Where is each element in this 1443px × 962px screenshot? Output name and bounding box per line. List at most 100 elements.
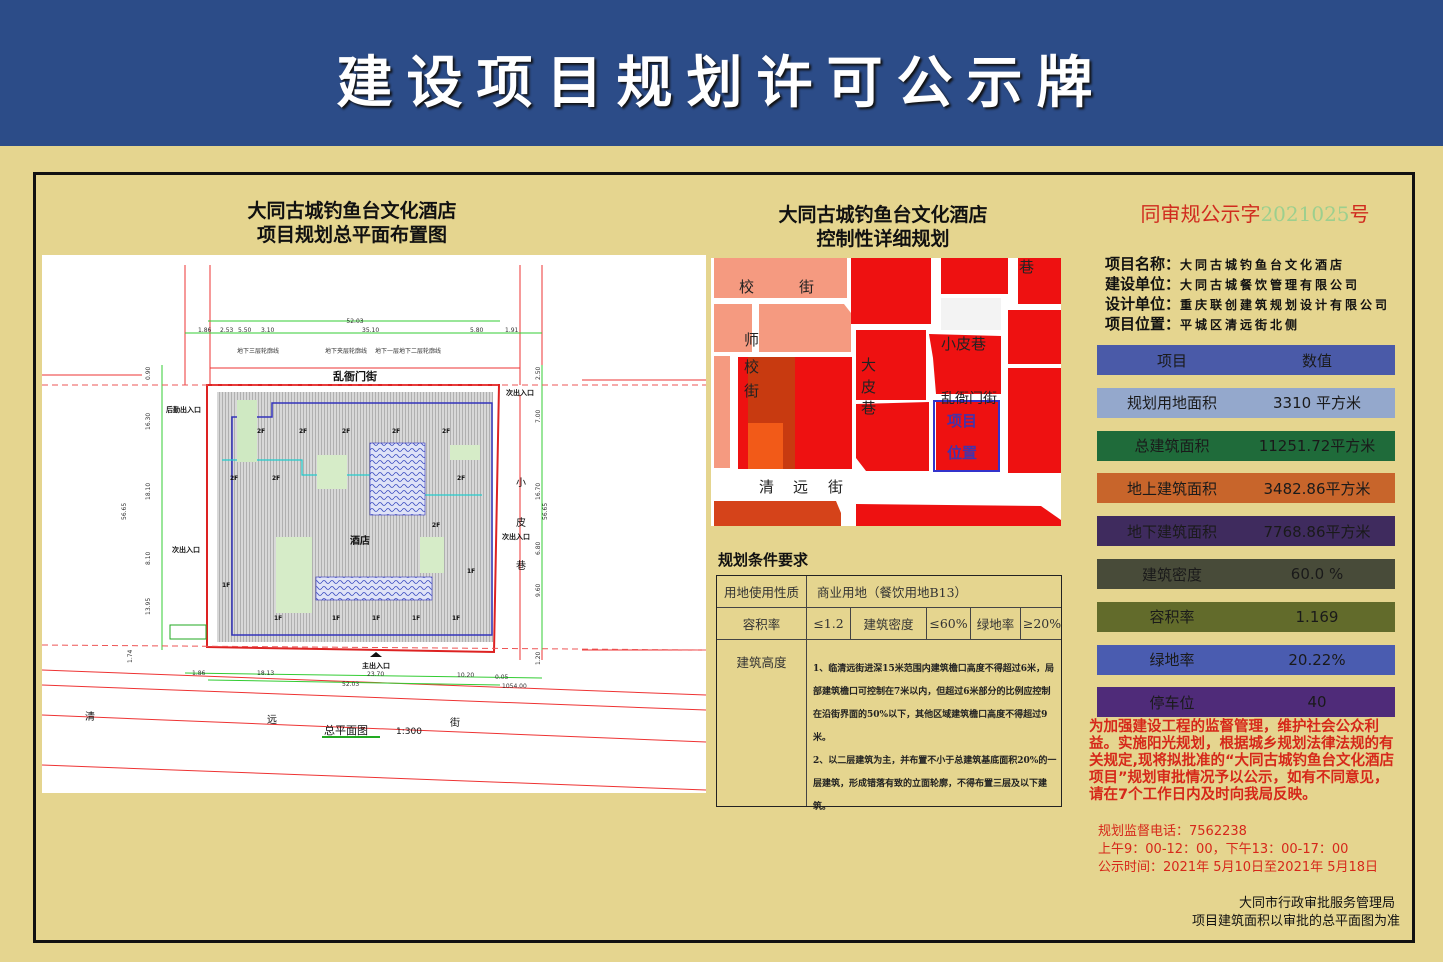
map-label: 校 xyxy=(739,278,754,296)
floor-label: 1F xyxy=(452,615,460,622)
site-plan: 52.03 1.86 2.53 5.50 3.10 35.10 5.80 1.9… xyxy=(41,255,707,793)
dim: 5.80 xyxy=(470,327,484,334)
info-designer: 设计单位：重庆联创建筑规划设计有限公司 xyxy=(1105,294,1390,315)
street-label-qingyuan: 远 xyxy=(267,714,277,726)
dim: 56.65 xyxy=(121,503,128,520)
stat-value: 7768.86平方米 xyxy=(1263,522,1371,541)
floor-label: 2F xyxy=(442,428,450,435)
dim: 2.53 xyxy=(220,327,234,334)
table-row: 建筑高度 1、临清远街进深15米范围内建筑檐口高度不得超过6米，局部建筑檐口可控… xyxy=(717,640,1061,812)
table-row: 容积率 ≤1.2 建筑密度 ≤60% 绿地率 ≥20% xyxy=(717,608,1061,640)
basement-line-label: 地下三层轮廓线 xyxy=(237,347,279,355)
dim: 7.00 xyxy=(535,409,542,423)
dim: 18.13 xyxy=(257,670,274,677)
board-frame xyxy=(33,172,1415,943)
stat-label: 地上建筑面积 xyxy=(1126,479,1217,498)
map-label: 街 xyxy=(828,478,843,496)
notice-number: 同审规公示字2021025号 xyxy=(1095,198,1415,227)
stat-row: 项目数值 xyxy=(1097,345,1395,375)
site-location-box xyxy=(933,400,1000,472)
street-label-luanyamen: 乱衙门街 xyxy=(333,369,377,383)
street-label-xiaopixiang: 皮 xyxy=(516,516,526,529)
side-entrance-label: 次出入口 xyxy=(172,545,200,554)
land-use-value: 商业用地（餐饮用地B13） xyxy=(816,585,968,600)
map-title: 大同古城钓鱼台文化酒店 控制性详细规划 xyxy=(720,203,1046,251)
dim: 0.05 xyxy=(495,674,509,681)
stat-label: 绿地率 xyxy=(1149,651,1195,670)
dim: 56.65 xyxy=(542,503,549,520)
conditions-title: 规划条件要求 xyxy=(718,551,809,569)
dim: 1.91 xyxy=(505,327,519,334)
dim: 18.10 xyxy=(145,483,152,500)
dim-bottom-total: 52.03 xyxy=(342,681,359,688)
floor-label: 2F xyxy=(230,475,238,482)
stat-value: 40 xyxy=(1307,693,1327,712)
page-title: 建设项目规划许可公示牌 xyxy=(336,51,1107,116)
hotel-label: 酒店 xyxy=(350,534,370,547)
site-boundary xyxy=(206,384,501,654)
stat-value: 11251.72平方米 xyxy=(1258,437,1376,456)
plan-scale: 1:300 xyxy=(396,727,422,737)
notice-prefix: 同审规公示字 xyxy=(1140,202,1261,226)
floor-label: 1F xyxy=(274,615,282,622)
map-label: 校 xyxy=(744,358,759,376)
green-value: ≥20% xyxy=(1022,616,1062,631)
height-label: 建筑高度 xyxy=(717,640,807,806)
map-label: 小皮巷 xyxy=(941,335,986,353)
dim: 13.95 xyxy=(145,598,152,615)
dim: 8.10 xyxy=(145,551,152,565)
info-label: 设计单位： xyxy=(1105,295,1181,313)
floor-label: 1F xyxy=(222,582,230,589)
floor-label: 2F xyxy=(342,428,350,435)
height-note: 2、以二层建筑为主，并布置不小于总建筑基底面积20%的一层建筑，形成错落有致的立… xyxy=(813,756,1057,812)
stat-label: 规划用地面积 xyxy=(1126,394,1217,413)
basement-outline xyxy=(231,402,493,636)
map-label: 清 xyxy=(759,478,774,496)
map-label: 远 xyxy=(793,478,808,496)
info-location: 项目位置：平城区清远街北侧 xyxy=(1105,314,1300,335)
far-value: ≤1.2 xyxy=(807,608,851,639)
map-label: 师 xyxy=(744,331,759,349)
stat-value: 3310 平方米 xyxy=(1273,394,1361,413)
street-label-xiaopixiang: 巷 xyxy=(516,560,526,572)
map-label: 巷 xyxy=(861,399,876,417)
floor-label: 1F xyxy=(372,615,380,622)
building-footprint xyxy=(217,392,493,642)
dim: 1.74 xyxy=(127,649,134,663)
height-note: 1、临清远街进深15米范围内建筑檐口高度不得超过6米，局部建筑檐口可控制在7米以… xyxy=(813,664,1055,743)
street-label-qingyuan: 街 xyxy=(450,716,460,729)
street-label-qingyuan: 清 xyxy=(85,710,95,723)
office-hours: 上午9：00-12：00，下午13：00-17：00 xyxy=(1098,842,1349,857)
dim: 1.20 xyxy=(535,651,542,665)
floor-label: 2F xyxy=(392,428,400,435)
land-use-label: 用地使用性质 xyxy=(717,576,807,607)
dim: 23.70 xyxy=(367,671,384,678)
plan-title: 大同古城钓鱼台文化酒店 项目规划总平面布置图 xyxy=(150,199,554,247)
basement-line-label: 地下一层地下二层轮廓线 xyxy=(375,347,441,355)
site-label: 位置 xyxy=(947,444,977,462)
dim: 35.10 xyxy=(362,327,379,334)
site-label: 项目 xyxy=(947,412,977,430)
street-label-xiaopixiang: 小 xyxy=(516,477,526,489)
map-title-line2: 控制性详细规划 xyxy=(816,228,950,250)
stat-label: 建筑密度 xyxy=(1141,565,1202,584)
dim: 1.86 xyxy=(192,670,206,677)
dim: 16.30 xyxy=(145,413,152,430)
dim: 6.80 xyxy=(535,541,542,555)
height-notes: 1、临清远街进深15米范围内建筑檐口高度不得超过6米，局部建筑檐口可控制在7米以… xyxy=(813,658,1059,819)
plan-title-line2: 项目规划总平面布置图 xyxy=(256,224,447,246)
info-value: 平城区清远街北侧 xyxy=(1180,318,1301,332)
info-value: 重庆联创建筑规划设计有限公司 xyxy=(1180,298,1391,312)
notice-num: 2021025 xyxy=(1260,202,1350,226)
map-label: 街 xyxy=(799,278,814,296)
side-entrance-label: 次出入口 xyxy=(506,388,534,397)
zoning-map: 校 街 师 校 街 大 皮 巷 小皮巷 乱衙门街 清 远 街 巷 项目 位置 xyxy=(711,258,1061,526)
dim: 3.10 xyxy=(261,327,275,334)
info-value: 大同古城钓鱼台文化酒店 xyxy=(1180,258,1346,272)
